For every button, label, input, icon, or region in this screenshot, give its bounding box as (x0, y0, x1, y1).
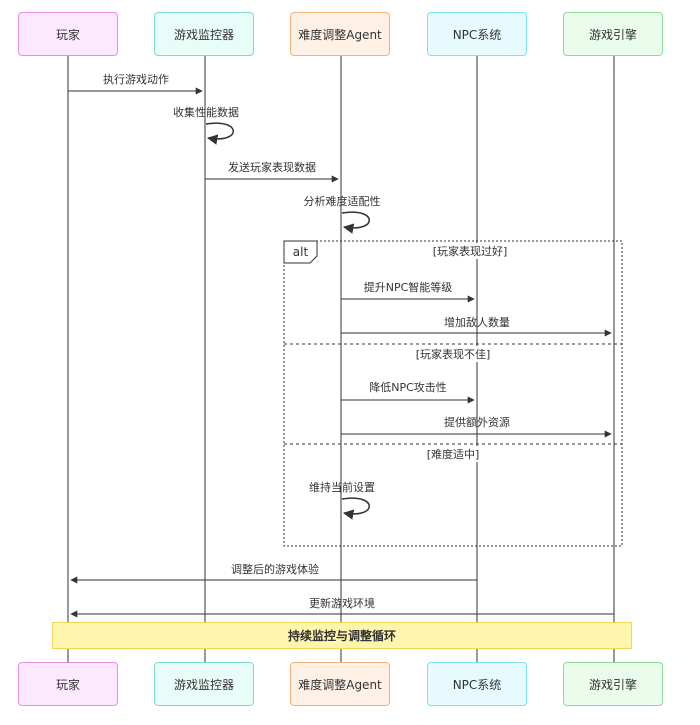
actor-monitor-bottom: 游戏监控器 (154, 662, 254, 706)
actor-engine-top: 游戏引擎 (563, 12, 663, 56)
actor-player-top: 玩家 (18, 12, 118, 56)
actor-player-bottom: 玩家 (18, 662, 118, 706)
actor-label: NPC系统 (452, 27, 502, 42)
msg-label-raise-npc: 提升NPC智能等级 (363, 281, 453, 294)
actor-label: NPC系统 (452, 677, 502, 692)
loop-note: 持续监控与调整循环 (52, 622, 632, 649)
alt-tag-label: alt (292, 245, 309, 259)
actor-label: 玩家 (55, 27, 80, 42)
alt-condition-1: [玩家表现过好] (431, 243, 509, 259)
msg-label-lower-npc: 降低NPC攻击性 (369, 381, 447, 394)
actor-engine-bottom: 游戏引擎 (563, 662, 663, 706)
msg-label-add-enemies: 增加敌人数量 (444, 316, 510, 329)
arrow-collect-data (205, 122, 234, 145)
msg-label-analyze: 分析难度适配性 (303, 195, 381, 208)
alt-condition-2: [玩家表现不佳] (414, 346, 492, 362)
actor-label: 玩家 (55, 677, 80, 692)
msg-label-collect-data: 收集性能数据 (173, 106, 239, 119)
msg-label-maintain: 维持当前设置 (309, 481, 375, 494)
arrow-maintain (341, 497, 370, 520)
arrow-analyze (341, 211, 370, 234)
loop-note-label: 持续监控与调整循环 (287, 629, 396, 643)
actor-label: 游戏引擎 (588, 677, 637, 692)
actor-label: 难度调整Agent (298, 677, 382, 692)
msg-label-update-environment: 更新游戏环境 (309, 597, 375, 610)
actor-label: 游戏监控器 (173, 677, 234, 692)
actor-npc-top: NPC系统 (427, 12, 527, 56)
actor-label: 游戏监控器 (173, 27, 234, 42)
alt-frame (283, 240, 623, 547)
actor-npc-bottom: NPC系统 (427, 662, 527, 706)
actor-label: 游戏引擎 (588, 27, 637, 42)
msg-label-extra-resources: 提供额外资源 (444, 416, 510, 429)
msg-label-send-performance: 发送玩家表现数据 (228, 161, 316, 174)
actor-label: 难度调整Agent (298, 27, 382, 42)
actor-agent-bottom: 难度调整Agent (290, 662, 390, 706)
alt-tag-box (283, 240, 318, 264)
actor-agent-top: 难度调整Agent (290, 12, 390, 56)
actor-monitor-top: 游戏监控器 (154, 12, 254, 56)
alt-condition-3: [难度适中] (425, 446, 481, 462)
msg-label-execute-action: 执行游戏动作 (103, 73, 169, 86)
msg-label-adjusted-experience: 调整后的游戏体验 (231, 563, 319, 576)
